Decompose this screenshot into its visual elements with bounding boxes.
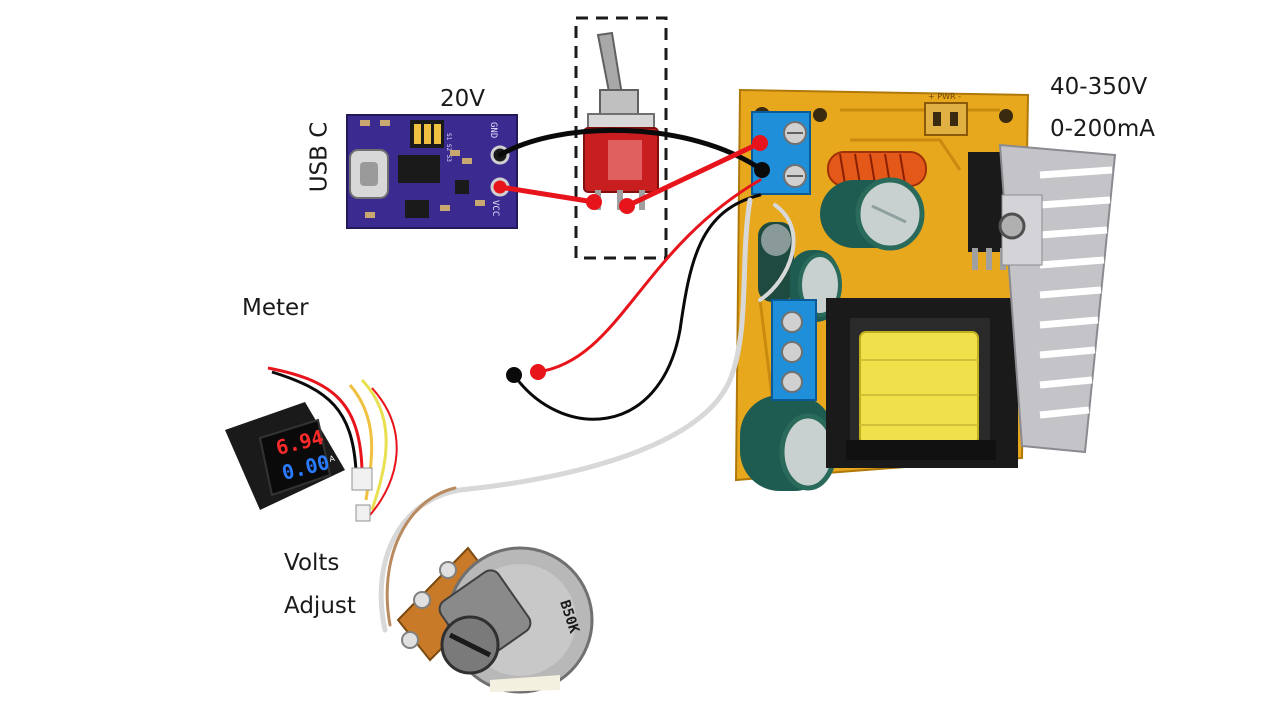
input-terminal-block: [751, 111, 811, 195]
orange-inductor: [827, 151, 927, 187]
output-terminal-block: [771, 299, 817, 401]
gnd-pad-label: GND: [488, 122, 498, 138]
mounting-hole: [999, 109, 1013, 123]
dip-switch-marks: S1 S2 S3: [445, 133, 452, 162]
hv-output-positive-wire: [536, 178, 762, 374]
input-voltage-label: 20V: [440, 86, 486, 112]
usb-c-module: S1 S2 S3 GND VCC: [346, 114, 518, 229]
gnd-wire: [497, 127, 765, 173]
meter-amps-unit: A: [328, 454, 336, 464]
hv-output-negative-wire: [512, 193, 762, 421]
power-header-label: + PWR -: [928, 92, 961, 101]
potentiometer: [396, 546, 594, 694]
vcc-pad-label: VCC: [490, 200, 500, 216]
switch-to-hv-wire: [624, 140, 763, 209]
switch-highlight-box: [574, 16, 668, 260]
switch-terminal-dot: [619, 198, 635, 214]
volts-label: Volts: [284, 550, 340, 576]
mounting-hole: [813, 108, 827, 122]
pot-signal-wire-2: [758, 203, 796, 302]
meter-volts-unit: V: [324, 430, 332, 440]
hv-boost-board: + PWR -: [734, 88, 1117, 491]
heatsink-screw: [998, 212, 1026, 240]
switch-terminal-dot: [586, 194, 602, 210]
meter-label: Meter: [242, 295, 309, 321]
meter-connector: [351, 467, 373, 491]
wires: [378, 127, 796, 633]
panel-meter: [225, 366, 398, 522]
heatsink: [998, 143, 1117, 454]
output-voltage-label: 40-350V: [1050, 74, 1148, 100]
output-probe-positive-dot: [530, 364, 546, 380]
vcc-wire-to-switch: [497, 184, 597, 205]
pot-signal-wire: [378, 197, 753, 633]
output-current-label: 0-200mA: [1050, 116, 1155, 142]
power-header: [924, 102, 968, 136]
hv-input-negative-dot: [754, 162, 770, 178]
toggle-switch: [574, 16, 668, 260]
pot-brown-wire: [385, 486, 457, 627]
output-probe-negative-dot: [506, 367, 522, 383]
capacitor-bottom: [740, 395, 837, 491]
transformer: [826, 298, 1018, 468]
switch-lever: [596, 31, 624, 99]
hv-input-positive-dot: [752, 135, 768, 151]
capacitor-left-1: [758, 222, 794, 302]
adjust-label: Adjust: [284, 593, 356, 619]
usb-c-label: USB C: [306, 121, 333, 193]
controller-ic: [398, 155, 440, 183]
capacitor-large: [820, 177, 925, 251]
